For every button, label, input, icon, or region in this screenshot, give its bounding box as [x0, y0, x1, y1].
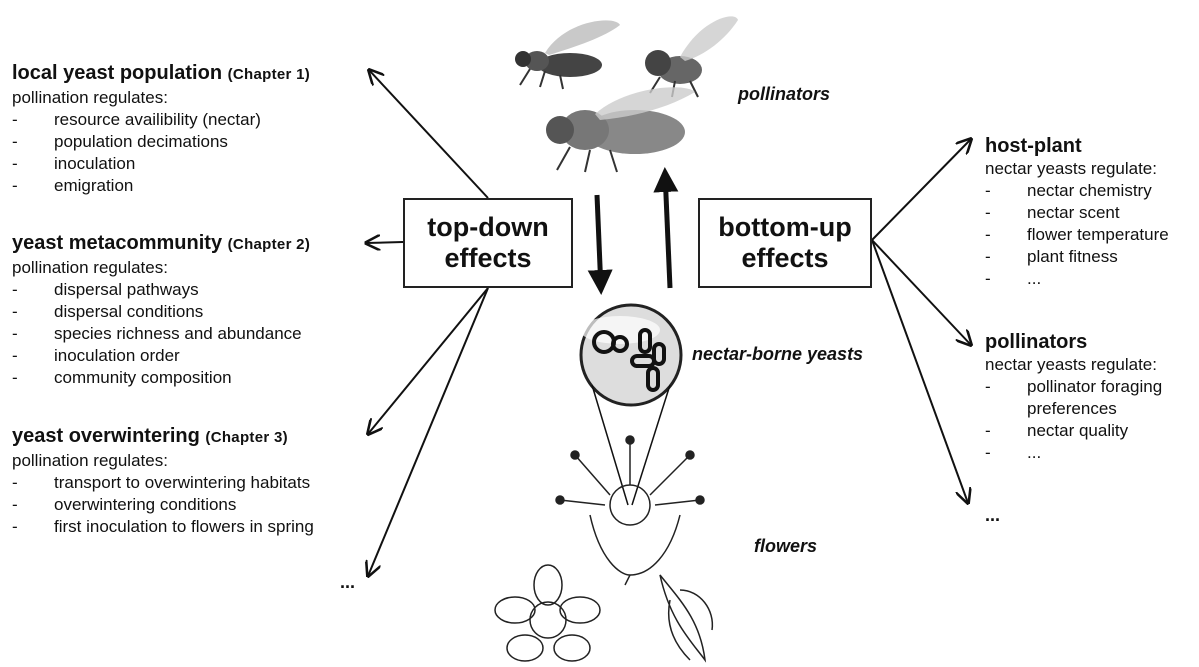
- pollinators-label: pollinators: [738, 84, 830, 105]
- bottom-up-effects-box: bottom-up effects: [698, 198, 872, 288]
- list-item: -community composition: [12, 367, 310, 389]
- list-item: -nectar chemistry: [985, 180, 1169, 202]
- flowers-label: flowers: [754, 536, 817, 557]
- bottom-up-label: bottom-up: [718, 212, 851, 243]
- yeast-metacommunity-block: yeast metacommunity (Chapter 2) pollinat…: [12, 231, 310, 389]
- list-item: preferences: [985, 398, 1162, 420]
- pollinators-title: pollinators: [985, 330, 1162, 354]
- block-subtitle: pollination regulates:: [12, 450, 314, 472]
- flower-icon-main: [556, 436, 704, 585]
- list-item: -overwintering conditions: [12, 494, 314, 516]
- list-item: -nectar quality: [985, 420, 1162, 442]
- effects-label: effects: [427, 243, 548, 274]
- nectar-borne-yeasts-label: nectar-borne yeasts: [692, 344, 863, 365]
- list-item: -species richness and abundance: [12, 323, 310, 345]
- yeast-sphere-icon: [580, 305, 681, 405]
- list-item: -first inoculation to flowers in spring: [12, 516, 314, 538]
- local-yeast-population-title: local yeast population (Chapter 1): [12, 61, 310, 87]
- right-ellipsis: ...: [985, 505, 1000, 526]
- block-subtitle: nectar yeasts regulate:: [985, 354, 1162, 376]
- list-item: -nectar scent: [985, 202, 1169, 224]
- list-item: -dispersal pathways: [12, 279, 310, 301]
- arrow-to-host-plant: [872, 139, 971, 240]
- pollinators-block: pollinators nectar yeasts regulate: -pol…: [985, 330, 1162, 464]
- list-item: -flower temperature: [985, 224, 1169, 246]
- list-item: -plant fitness: [985, 246, 1169, 268]
- local-yeast-population-block: local yeast population (Chapter 1) polli…: [12, 61, 310, 197]
- arrow-to-left-ellipsis: [368, 288, 488, 576]
- list-item: -inoculation order: [12, 345, 310, 367]
- arrow-to-pollinators: [872, 240, 971, 345]
- yeast-overwintering-title: yeast overwintering (Chapter 3): [12, 424, 314, 450]
- yeast-overwintering-block: yeast overwintering (Chapter 3) pollinat…: [12, 424, 314, 538]
- top-down-label: top-down: [427, 212, 548, 243]
- arrow-to-overwintering: [368, 288, 488, 434]
- block-subtitle: pollination regulates:: [12, 257, 310, 279]
- host-plant-block: host-plant nectar yeasts regulate: -nect…: [985, 134, 1169, 290]
- arrow-to-local-population: [369, 70, 488, 198]
- arrow-up-thick: [665, 172, 670, 288]
- chapter-1-label: (Chapter 1): [228, 66, 310, 83]
- top-down-effects-box: top-down effects: [403, 198, 573, 288]
- list-item: -emigration: [12, 175, 310, 197]
- flower-icon-left: [495, 565, 600, 661]
- block-subtitle: pollination regulates:: [12, 87, 310, 109]
- chapter-3-label: (Chapter 3): [205, 429, 287, 446]
- host-plant-title: host-plant: [985, 134, 1169, 158]
- yeast-metacommunity-title: yeast metacommunity (Chapter 2): [12, 231, 310, 257]
- list-item: -inoculation: [12, 153, 310, 175]
- list-item: -...: [985, 442, 1162, 464]
- list-item: -transport to overwintering habitats: [12, 472, 314, 494]
- arrow-to-right-ellipsis: [872, 240, 968, 503]
- list-item: -population decimations: [12, 131, 310, 153]
- arrow-down-thick: [597, 195, 601, 290]
- effects-label: effects: [718, 243, 851, 274]
- chapter-2-label: (Chapter 2): [228, 236, 310, 253]
- bee-icon: [546, 87, 695, 172]
- list-item: -...: [985, 268, 1169, 290]
- list-item: -dispersal conditions: [12, 301, 310, 323]
- arrow-to-metacommunity: [366, 242, 403, 243]
- fly-icon: [645, 16, 738, 97]
- list-item: -pollinator foraging: [985, 376, 1162, 398]
- wasp-icon: [515, 20, 620, 89]
- left-ellipsis: ...: [340, 572, 355, 593]
- block-subtitle: nectar yeasts regulate:: [985, 158, 1169, 180]
- flower-icon-right: [660, 575, 712, 660]
- list-item: -resource availibility (nectar): [12, 109, 310, 131]
